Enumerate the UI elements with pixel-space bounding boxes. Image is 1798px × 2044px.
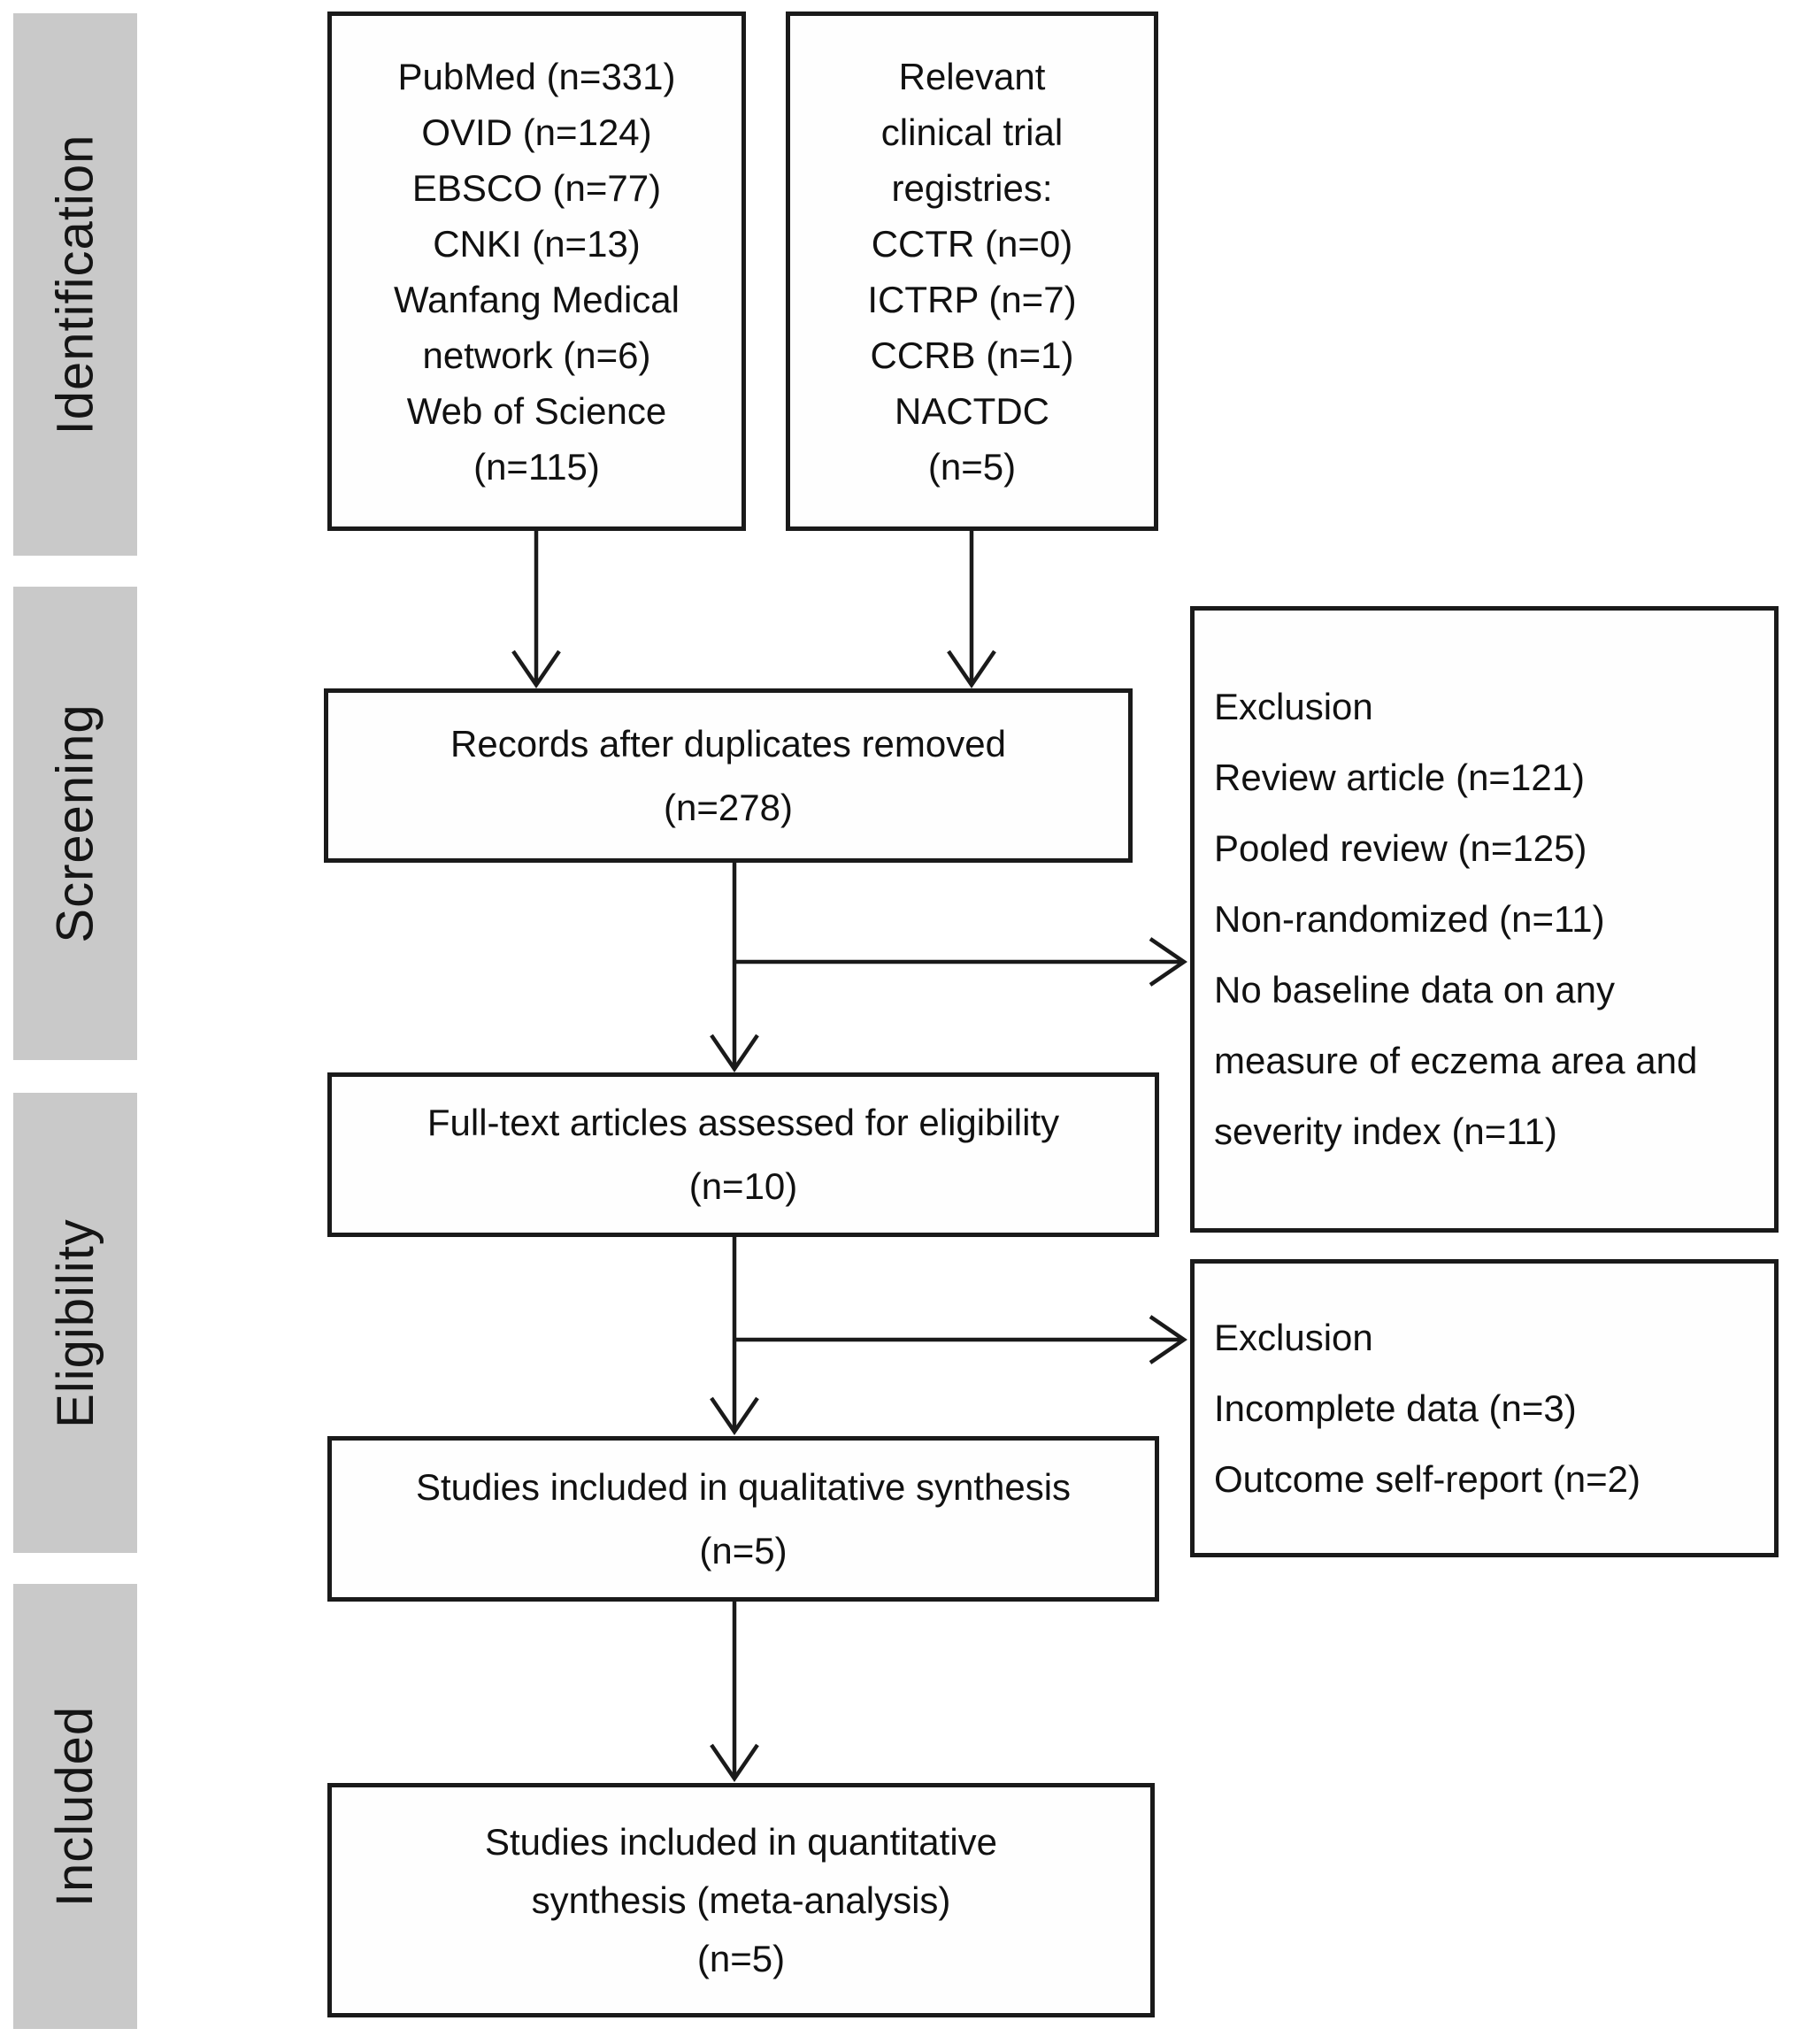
text-line: (n=10): [688, 1165, 798, 1207]
arrow-registries-to-records: [947, 531, 996, 688]
box-fulltext-assessed: Full-text articles assessed for eligibil…: [327, 1072, 1159, 1237]
box-quantitative-synthesis: Studies included in quantitative synthesi…: [327, 1783, 1155, 2017]
text-line: Web of Science: [406, 389, 667, 432]
text-line: PubMed (n=331): [397, 55, 676, 97]
text-line: registries:: [891, 166, 1053, 209]
box-trial-registries: Relevant clinical trial registries: CCTR (n…: [786, 12, 1158, 531]
text-line: Records after duplicates removed: [450, 722, 1006, 765]
arrow-qualitative-to-quantitative: [710, 1602, 759, 1782]
stage-included: Included: [13, 1584, 137, 2029]
text-line: (n=5): [699, 1529, 788, 1571]
stage-identification: Identification: [13, 13, 137, 556]
text-line: clinical trial: [880, 111, 1064, 153]
text-line: EBSCO (n=77): [411, 166, 662, 209]
text-line: Relevant: [898, 55, 1046, 97]
text-line: OVID (n=124): [421, 111, 652, 153]
text-line: Review article (n=121): [1214, 757, 1586, 798]
text-line: No baseline data on any: [1214, 969, 1615, 1010]
arrow-records-to-fulltext: [710, 863, 759, 1072]
text-line: Exclusion: [1214, 686, 1373, 727]
text-line: Full-text articles assessed for eligibil…: [426, 1102, 1060, 1143]
arrow-branch-to-exclusion-eligibility: [734, 1315, 1187, 1364]
text-line: network (n=6): [422, 334, 651, 376]
text-line: ICTRP (n=7): [867, 278, 1077, 320]
text-line: Non-randomized (n=11): [1214, 898, 1605, 940]
stage-eligibility: Eligibility: [13, 1093, 137, 1553]
text-line: Incomplete data (n=3): [1214, 1387, 1577, 1429]
text-line: Wanfang Medical: [394, 278, 680, 320]
text-line: severity index (n=11): [1214, 1110, 1557, 1152]
arrow-branch-to-exclusion-screening: [734, 937, 1187, 987]
box-records-after-duplicates: Records after duplicates removed (n=278): [324, 688, 1133, 863]
text-line: NACTDC: [895, 389, 1049, 432]
arrow-fulltext-to-qualitative: [710, 1237, 759, 1435]
text-line: (n=115): [473, 445, 600, 488]
text-line: measure of eczema area and: [1214, 1040, 1698, 1081]
text-line: Studies included in qualitative synthesi…: [415, 1465, 1072, 1508]
text-line: CCTR (n=0): [871, 222, 1073, 265]
text-line: CCRB (n=1): [870, 334, 1074, 376]
text-line: (n=5): [927, 445, 1017, 488]
box-database-sources: PubMed (n=331) OVID (n=124) EBSCO (n=77) CN…: [327, 12, 746, 531]
text-line: Outcome self-report (n=2): [1214, 1457, 1641, 1500]
text-line: Pooled review (n=125): [1214, 827, 1587, 869]
text-line: Exclusion: [1214, 1316, 1373, 1358]
box-qualitative-synthesis: Studies included in qualitative synthesi…: [327, 1436, 1159, 1602]
arrow-sources-to-records: [511, 531, 561, 688]
text-line: (n=278): [664, 786, 793, 828]
text-line: CNKI (n=13): [433, 222, 641, 265]
text-line: (n=5): [696, 1937, 786, 1979]
stage-screening: Screening: [13, 587, 137, 1060]
text-line: Studies included in quantitative: [484, 1820, 998, 1863]
text-line: synthesis (meta-analysis): [531, 1879, 951, 1921]
